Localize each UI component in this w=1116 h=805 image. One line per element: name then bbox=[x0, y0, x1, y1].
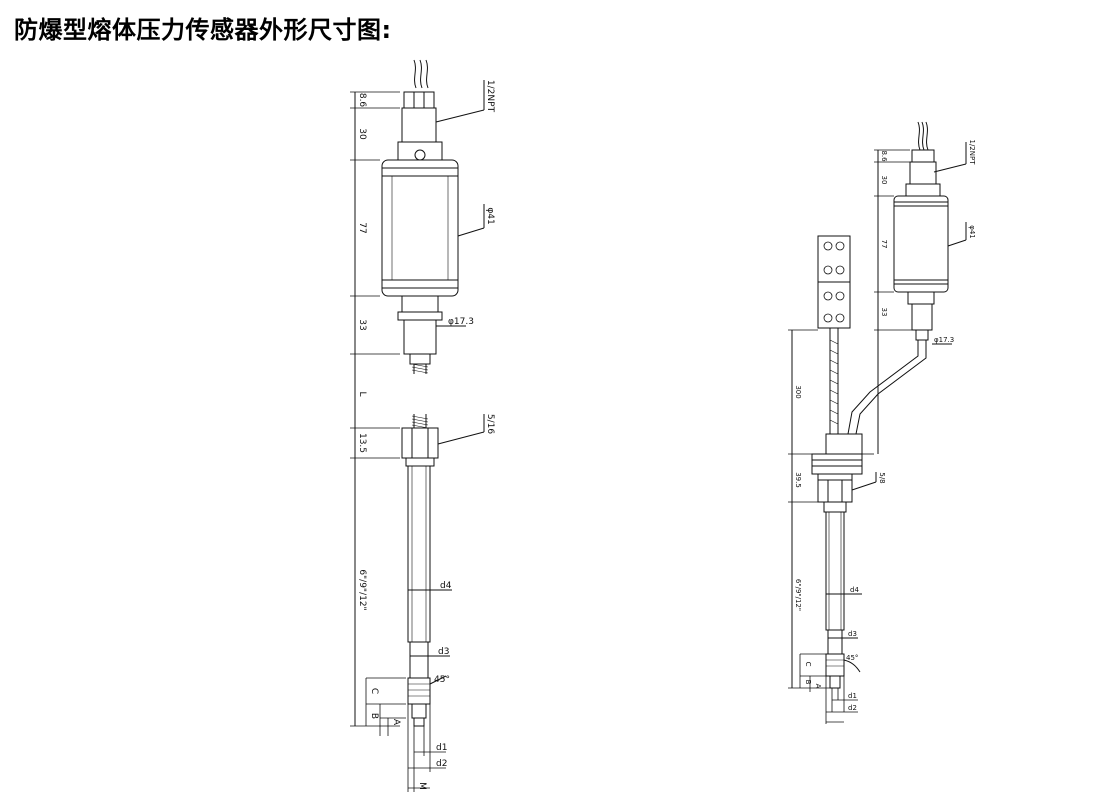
right-adapter bbox=[911, 303, 933, 331]
left-label-d1: d1 bbox=[436, 743, 447, 753]
left-dim-length: 6"/9"/12" bbox=[357, 569, 367, 610]
left-wire bbox=[413, 59, 417, 89]
left-dim-8-6: 8.6 bbox=[357, 93, 367, 108]
left-adapter-end bbox=[409, 353, 431, 365]
right-label-45: 45° bbox=[846, 654, 858, 662]
right-dim-C: C bbox=[804, 662, 812, 667]
right-d3-section bbox=[827, 629, 843, 655]
right-label-d3: d3 bbox=[848, 630, 857, 638]
right-dim-length: 6"/9"/12" bbox=[794, 579, 802, 611]
left-label-npt: 1/2NPT bbox=[485, 80, 495, 113]
right-dim-77: 77 bbox=[880, 240, 888, 249]
right-label-npt: 1/2NPT bbox=[968, 140, 976, 166]
left-dim-L: L bbox=[357, 391, 367, 396]
left-wire bbox=[419, 59, 423, 89]
right-neck bbox=[909, 161, 937, 185]
left-adapter bbox=[403, 319, 437, 355]
right-collar bbox=[905, 183, 941, 197]
right-dim-300: 300 bbox=[794, 385, 802, 398]
right-dim-A: A bbox=[814, 684, 822, 689]
left-label-d3: d3 bbox=[438, 647, 449, 657]
left-label-45: 45° bbox=[434, 675, 450, 685]
right-label-d1: d1 bbox=[848, 692, 857, 700]
page-title: 防爆型熔体压力传感器外形尺寸图: bbox=[14, 16, 392, 44]
left-dim-B: B bbox=[369, 713, 379, 719]
left-label-d2: d2 bbox=[436, 759, 447, 769]
right-capillary bbox=[847, 340, 919, 435]
left-label-phi17: φ17.3 bbox=[448, 317, 474, 327]
right-tip bbox=[829, 675, 841, 689]
right-dim-B: B bbox=[804, 680, 812, 685]
left-dim-A: A bbox=[391, 719, 401, 726]
left-wire bbox=[425, 59, 429, 89]
right-dim-30: 30 bbox=[880, 176, 888, 185]
left-neck bbox=[401, 107, 437, 143]
left-label-516: 5/16 bbox=[485, 414, 495, 434]
right-label-58: 5/8 bbox=[878, 472, 886, 483]
right-dim-33: 33 bbox=[880, 308, 888, 317]
left-label-M: M bbox=[417, 782, 427, 790]
right-braided-cable bbox=[829, 327, 839, 439]
right-tip-thread bbox=[825, 653, 845, 677]
left-dim-77: 77 bbox=[357, 222, 367, 233]
right-label-phi17: φ17.3 bbox=[934, 336, 954, 344]
right-housing bbox=[893, 195, 949, 293]
right-flange bbox=[811, 453, 863, 475]
left-dim-33: 33 bbox=[357, 319, 367, 330]
right-label-d2: d2 bbox=[848, 704, 857, 712]
left-dim-13-5: 13.5 bbox=[357, 433, 367, 453]
left-label-phi41: φ41 bbox=[485, 207, 495, 224]
right-dim-39-5: 39.5 bbox=[794, 472, 802, 488]
right-mount-block bbox=[825, 433, 863, 455]
left-dim-30: 30 bbox=[357, 128, 367, 140]
right-label-phi41: φ41 bbox=[968, 225, 976, 239]
left-dim-C: C bbox=[369, 688, 379, 694]
right-dim-8-6: 8.6 bbox=[880, 150, 888, 162]
left-label-d4: d4 bbox=[440, 581, 452, 591]
right-label-d4: d4 bbox=[850, 586, 859, 594]
right-hex-nut-bottom bbox=[817, 479, 853, 503]
right-hex-nut-top bbox=[911, 149, 935, 163]
